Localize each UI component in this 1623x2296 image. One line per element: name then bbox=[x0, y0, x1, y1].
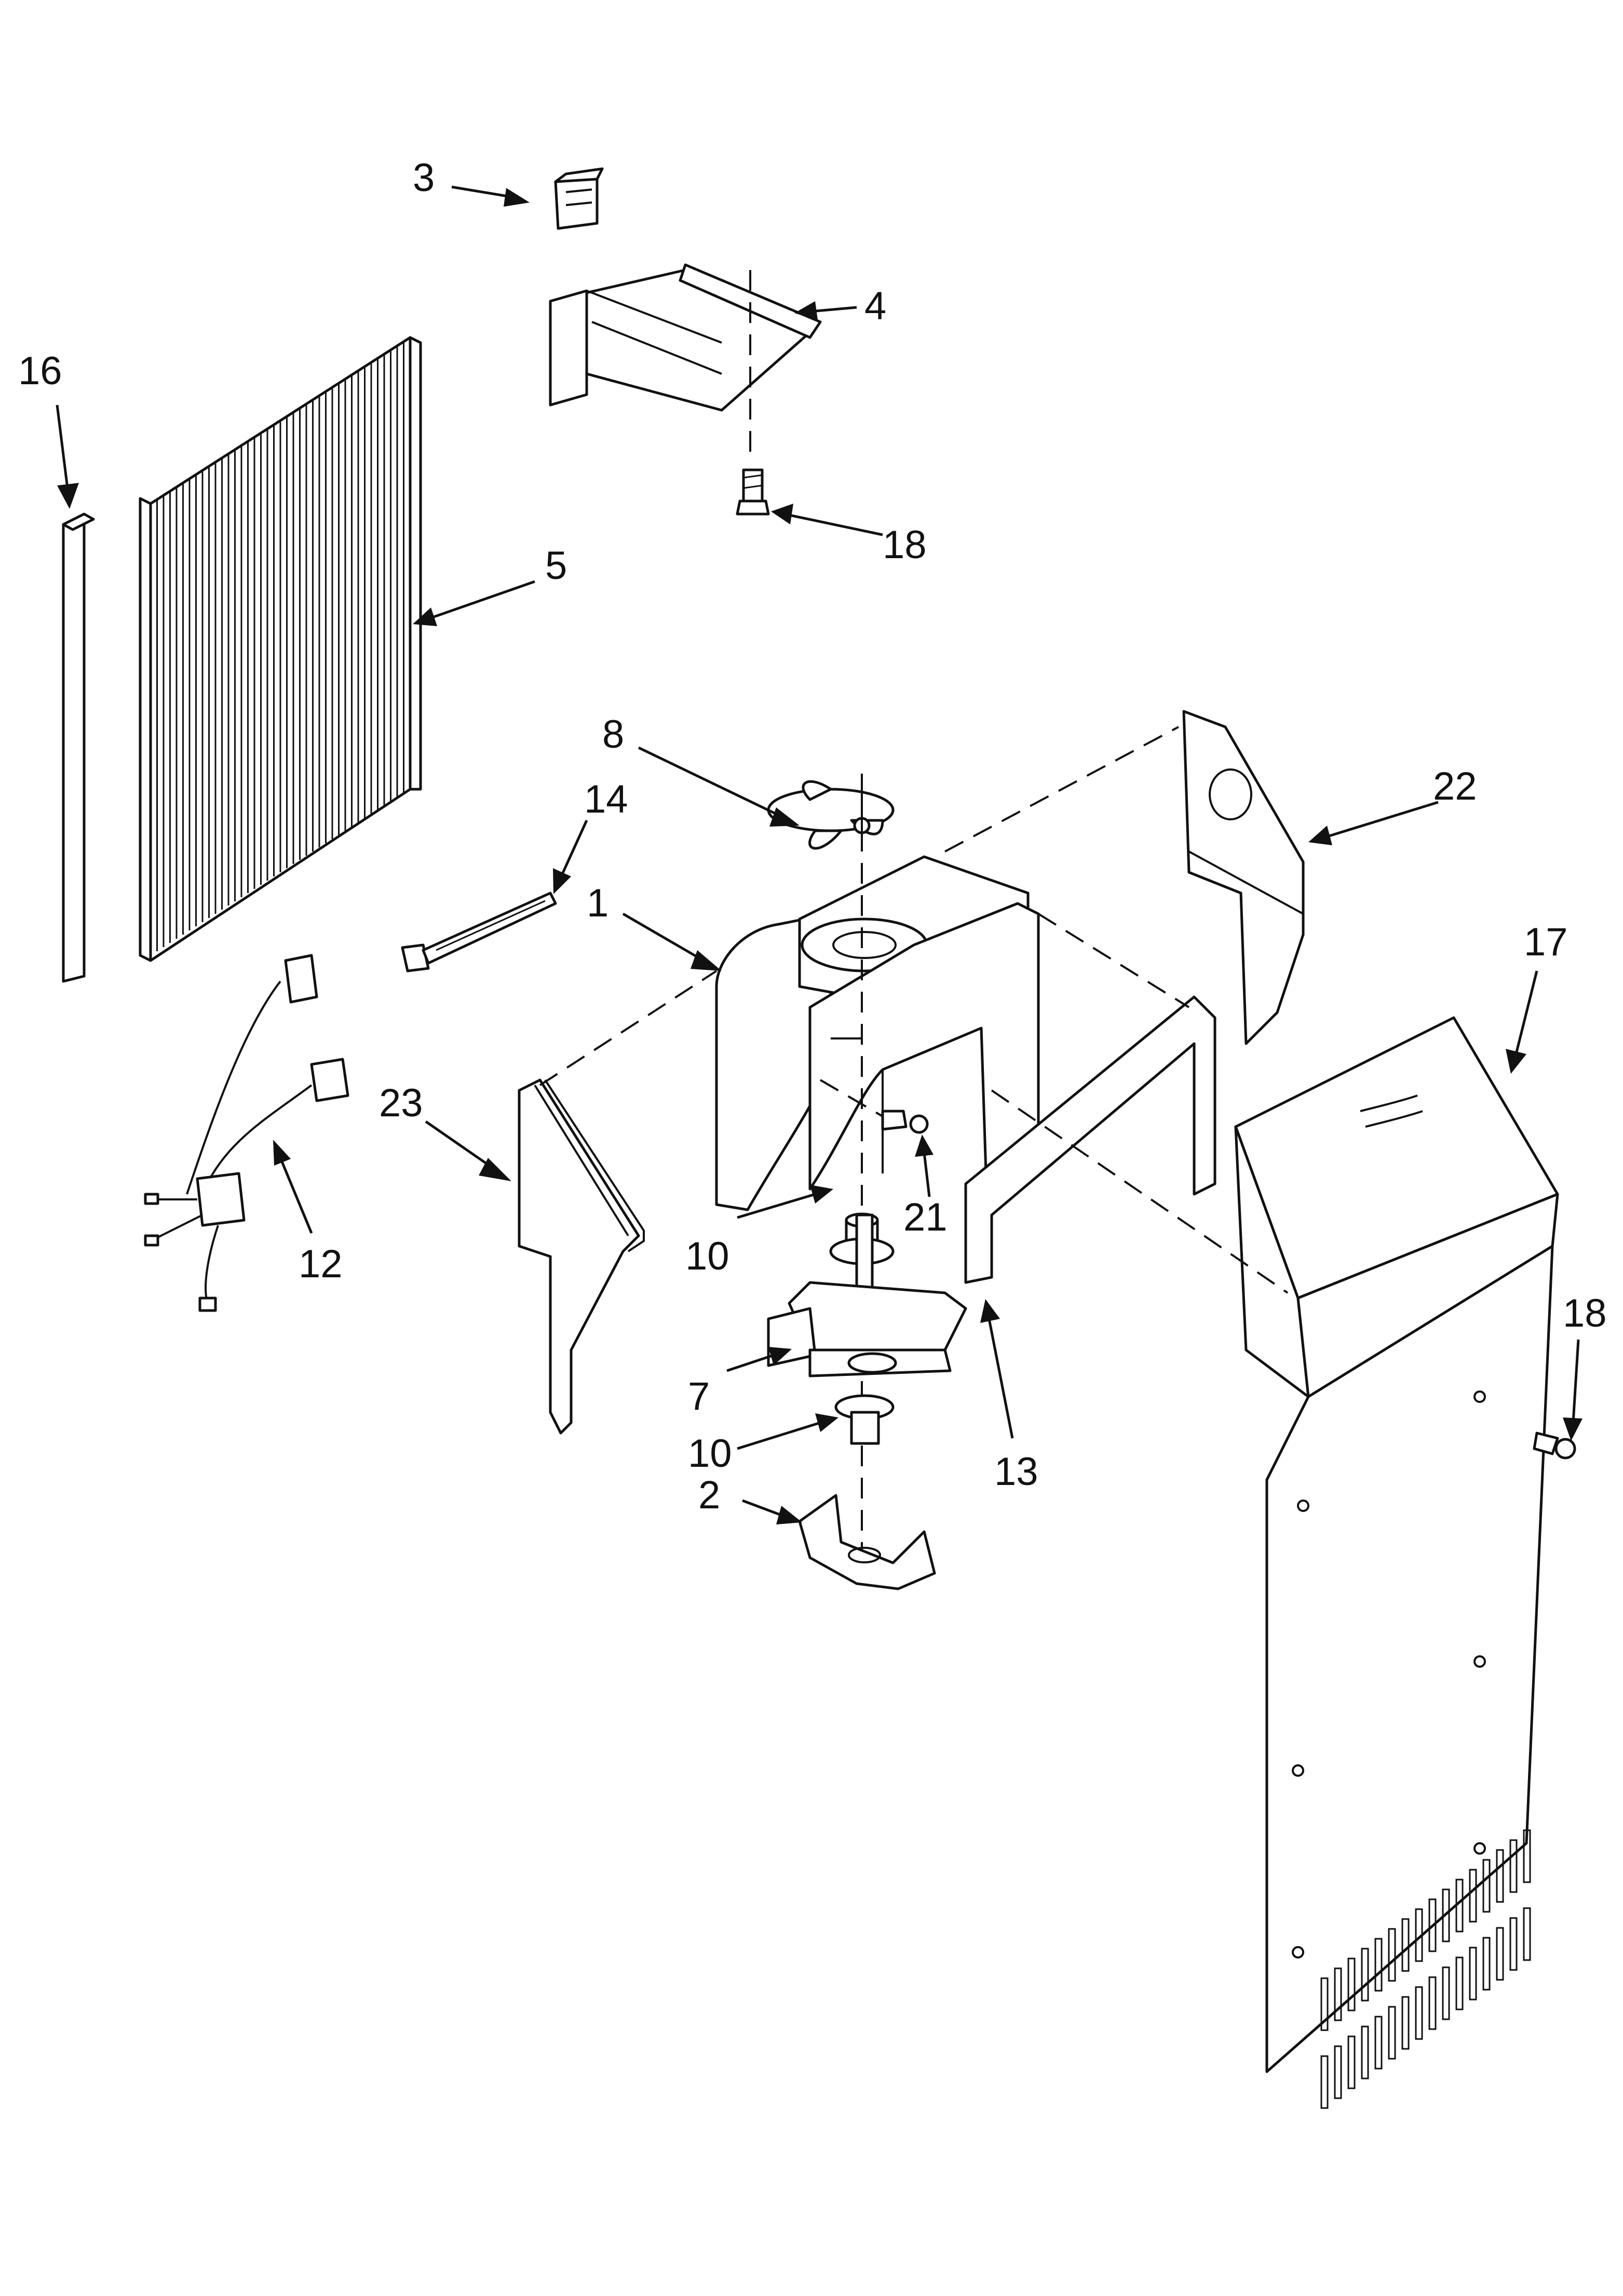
vent-slot bbox=[1361, 2025, 1369, 2079]
callout-14: 14 bbox=[584, 777, 628, 821]
callout-22: 22 bbox=[1433, 764, 1477, 808]
part-21-screw bbox=[819, 1079, 929, 1134]
vent-slot bbox=[1415, 1908, 1423, 1962]
callout-16: 16 bbox=[18, 349, 62, 393]
vent-slot bbox=[1428, 1976, 1437, 2030]
part-4-bracket bbox=[549, 263, 822, 457]
part-10-bushing-lower bbox=[834, 1394, 895, 1445]
vent-slot bbox=[1388, 2006, 1396, 2060]
vent-slot bbox=[1334, 1967, 1342, 2021]
vent-slot bbox=[1455, 1879, 1464, 1933]
part-1-shroud bbox=[715, 831, 1040, 1215]
vent-slot bbox=[1334, 2045, 1342, 2099]
vent-slot bbox=[1401, 1996, 1410, 2050]
callout-1: 1 bbox=[587, 881, 608, 925]
vent-slot bbox=[1401, 1918, 1410, 1972]
callout-3: 3 bbox=[413, 156, 435, 200]
vent-slot bbox=[1469, 1869, 1477, 1923]
vent-slot bbox=[1442, 1966, 1450, 2020]
vent-slot bbox=[1496, 1849, 1504, 1903]
vent-slot bbox=[1374, 1938, 1383, 1992]
callout-7: 7 bbox=[688, 1374, 710, 1419]
part-7-motor bbox=[767, 1213, 967, 1578]
callout-21: 21 bbox=[903, 1195, 948, 1239]
part-18-screw-top bbox=[736, 468, 770, 516]
vent-slot bbox=[1523, 1829, 1531, 1883]
vent-slot bbox=[1496, 1927, 1504, 1981]
vent-slot bbox=[1361, 1948, 1369, 2002]
leader-lines bbox=[56, 185, 1583, 1524]
vent-slot bbox=[1442, 1888, 1450, 1942]
vent-slot bbox=[1482, 1937, 1491, 1991]
vent-slot bbox=[1347, 2035, 1356, 2089]
callout-8: 8 bbox=[602, 712, 624, 757]
callout-2: 2 bbox=[698, 1473, 720, 1517]
callout-5: 5 bbox=[545, 544, 567, 588]
callout-10-lower: 10 bbox=[688, 1431, 732, 1476]
callout-12: 12 bbox=[299, 1242, 343, 1286]
part-2-motor-bracket bbox=[798, 1494, 936, 1590]
vent-slot bbox=[1388, 1928, 1396, 1982]
vent-slot bbox=[1415, 1986, 1423, 2040]
part-14-cable-tie bbox=[401, 892, 557, 973]
vent-slot bbox=[1509, 1839, 1518, 1893]
vent-slot bbox=[1428, 1898, 1437, 1952]
part-18-screw-right bbox=[1533, 1431, 1576, 1460]
vent-slot bbox=[1374, 2016, 1383, 2070]
part-17-rear-cover bbox=[1234, 1016, 1559, 2109]
part-23-side-panel bbox=[518, 1078, 645, 1435]
part-12-wire-harness bbox=[144, 954, 349, 1312]
part-5-panel bbox=[139, 336, 422, 962]
part-22-side-panel bbox=[1182, 710, 1305, 1045]
vent-slot bbox=[1523, 1907, 1531, 1961]
part-13-u-channel bbox=[964, 995, 1216, 1284]
callout-18-right: 18 bbox=[1563, 1291, 1607, 1335]
vent-slot bbox=[1347, 1957, 1356, 2011]
vent-slot bbox=[1320, 1977, 1329, 2031]
vent-slot bbox=[1320, 2055, 1329, 2109]
vent-slot bbox=[1509, 1917, 1518, 1971]
callout-4: 4 bbox=[864, 284, 886, 328]
part-3-clip bbox=[554, 167, 604, 230]
vent-slot bbox=[1469, 1947, 1477, 2001]
callout-23: 23 bbox=[379, 1081, 423, 1125]
callout-10-upper: 10 bbox=[685, 1234, 729, 1278]
part-16-strip bbox=[62, 512, 95, 983]
vent-slot bbox=[1455, 1956, 1464, 2010]
callout-17: 17 bbox=[1524, 920, 1568, 964]
alignment-lines bbox=[539, 726, 1289, 1294]
part-8-fan-blade bbox=[767, 774, 895, 850]
callout-13: 13 bbox=[994, 1450, 1038, 1494]
vent-slot bbox=[1482, 1859, 1491, 1913]
callout-labels: 3 4 16 18 5 8 22 14 1 17 23 21 12 10 7 1… bbox=[18, 156, 1607, 1517]
callout-18-top: 18 bbox=[883, 523, 927, 567]
